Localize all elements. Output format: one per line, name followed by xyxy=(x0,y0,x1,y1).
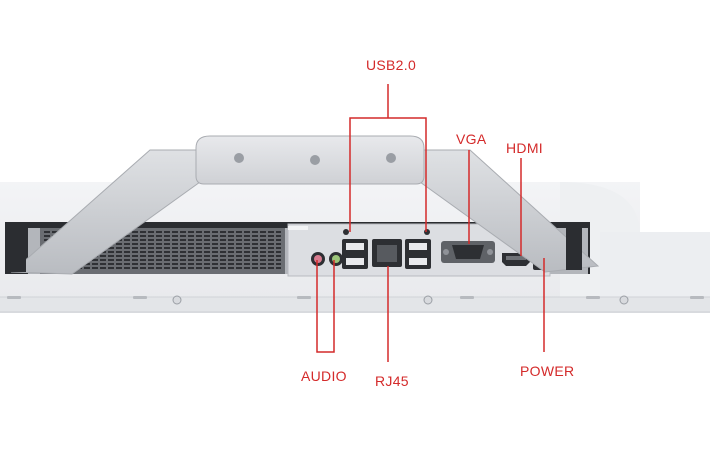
rj45-callout-label: RJ45 xyxy=(375,373,409,389)
audio-jack-pink xyxy=(311,252,325,266)
audio-callout-label: AUDIO xyxy=(301,368,347,384)
vga-port xyxy=(441,241,495,263)
usb-callout-label: USB2.0 xyxy=(366,57,417,73)
usb-callout-bracket xyxy=(349,117,427,232)
audio-callout-bracket xyxy=(316,260,335,353)
hdmi-callout-label: HDMI xyxy=(506,140,543,156)
rj45-port xyxy=(372,239,402,267)
usb-port-stack-right xyxy=(405,229,431,269)
callout-lines xyxy=(316,84,545,362)
audio-jack-green xyxy=(329,252,343,266)
vga-callout-label: VGA xyxy=(456,131,487,147)
usb-port-stack-left xyxy=(342,229,368,269)
power-callout-label: POWER xyxy=(520,363,575,379)
monitor-stand xyxy=(10,135,600,275)
